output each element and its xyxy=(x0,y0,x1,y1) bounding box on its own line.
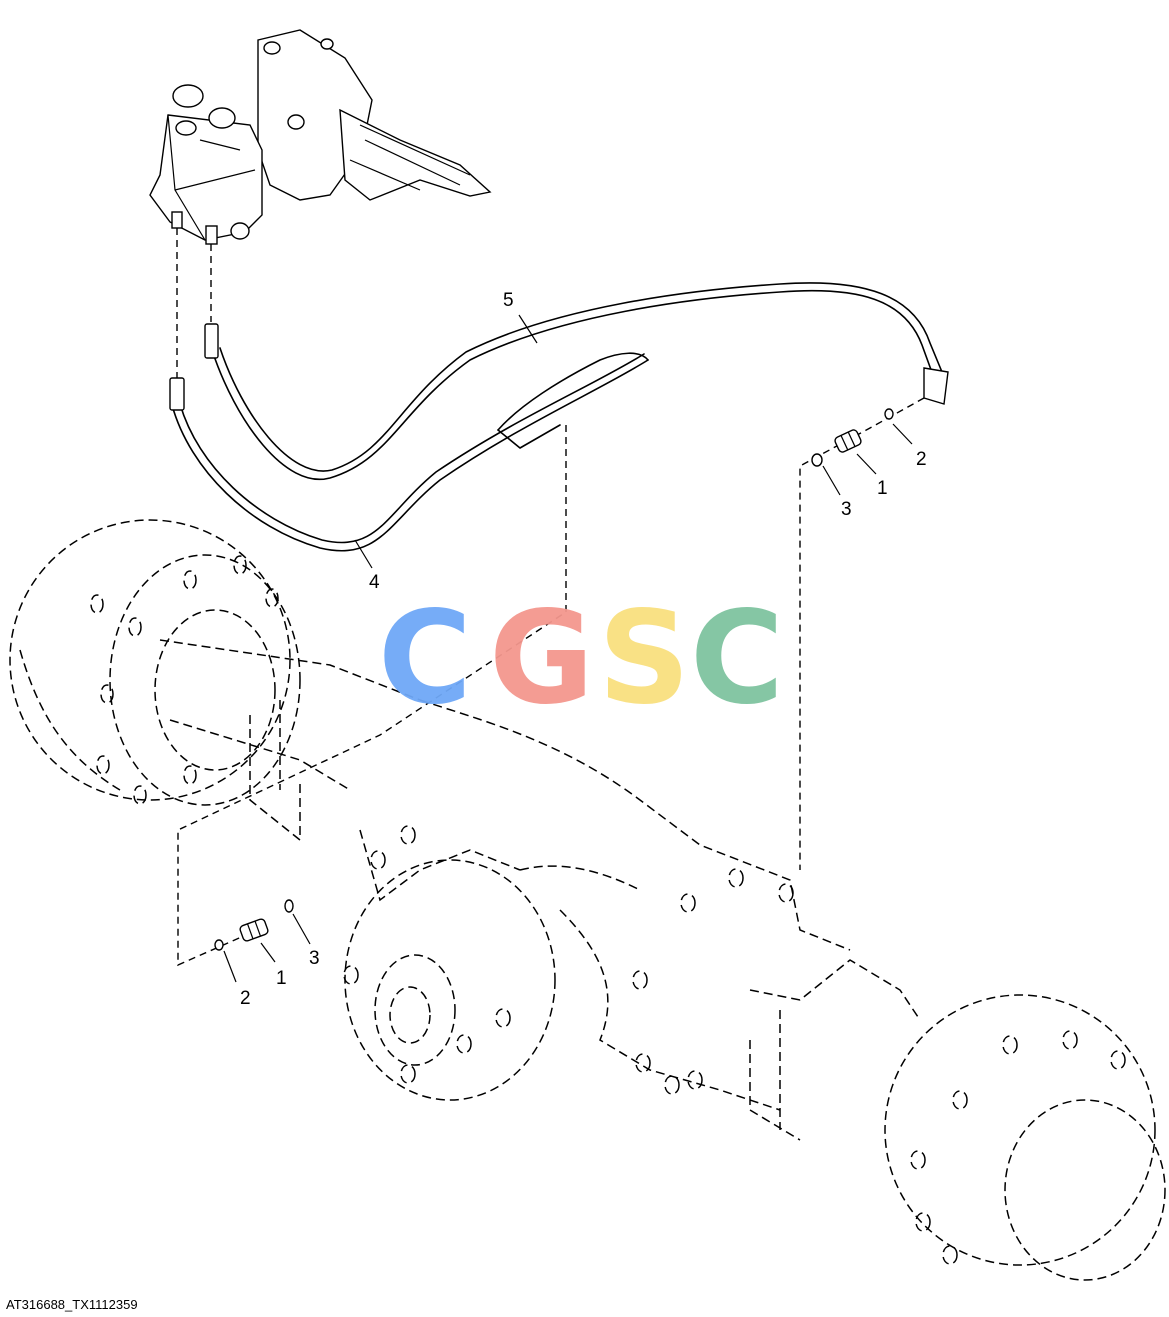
callout-1-left: 1 xyxy=(276,968,287,989)
callout-5: 5 xyxy=(503,290,514,311)
watermark-letter-c1: C xyxy=(378,584,472,733)
leader-lines xyxy=(223,314,913,983)
fitting-cluster-right xyxy=(811,408,894,467)
cgsc-watermark: C G S C xyxy=(378,584,784,733)
hose-5 xyxy=(204,282,949,481)
callout-4: 4 xyxy=(369,572,380,593)
callout-1-right: 1 xyxy=(877,478,888,499)
watermark-letter-c2: C xyxy=(690,584,784,733)
control-valve xyxy=(149,29,492,245)
axle-assembly xyxy=(9,519,1166,1281)
hose4-dashline-to-axle xyxy=(177,425,567,967)
callout-2-left: 2 xyxy=(240,988,251,1009)
watermark-letter-g: G xyxy=(489,584,594,733)
callout-3-left: 3 xyxy=(309,948,320,969)
callout-2-right: 2 xyxy=(916,449,927,470)
fitting-cluster-left xyxy=(214,899,294,951)
watermark-letter-s: S xyxy=(598,584,690,733)
figure-caption: AT316688_TX1112359 xyxy=(6,1297,138,1312)
right-fitting-dashline xyxy=(799,397,925,870)
hose-4 xyxy=(169,352,649,552)
callout-3-right: 3 xyxy=(841,499,852,520)
